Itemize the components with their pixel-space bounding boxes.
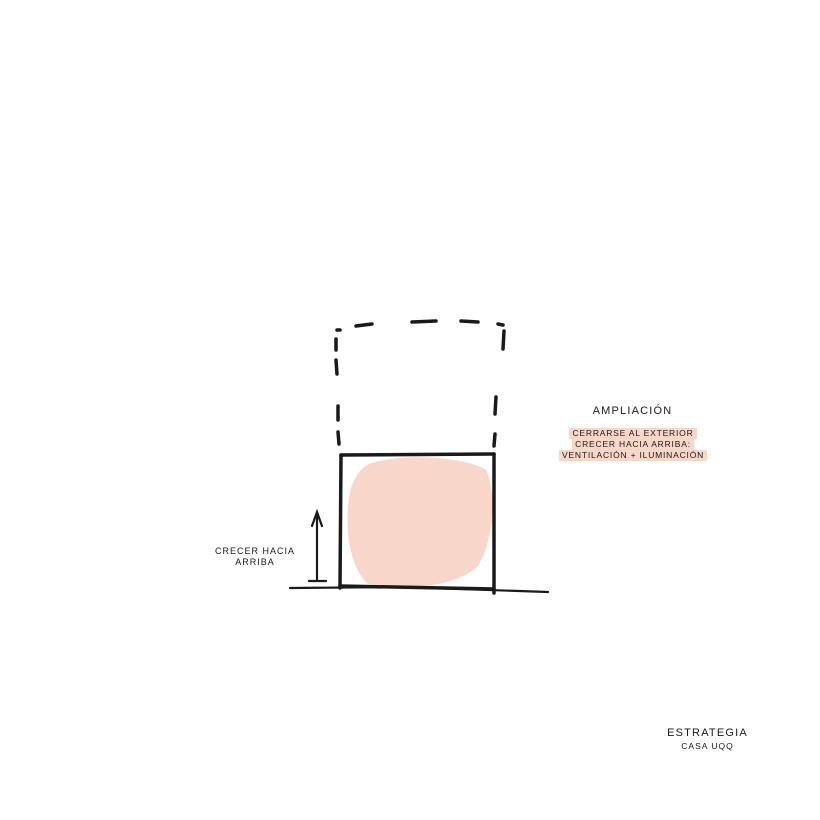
grow-up-label-line1: CRECER HACIA (214, 546, 295, 556)
annotation-line-1: CERRARSE AL EXTERIOR (569, 428, 697, 439)
expansion-outline-dashed (334, 319, 506, 448)
annotation-line-2: CRECER HACIA ARRIBA: (572, 439, 694, 450)
ground-line (288, 585, 550, 594)
grow-up-label: CRECER HACIA ARRIBA (210, 546, 300, 568)
grow-up-label-line2: ARRIBA (235, 557, 275, 567)
annotation-notes: CERRARSE AL EXTERIOR CRECER HACIA ARRIBA… (558, 428, 708, 461)
grow-up-arrow-icon (307, 508, 328, 583)
footer-title: ESTRATEGIA (667, 727, 748, 739)
footer-subtitle: CASA UQQ (681, 741, 734, 751)
annotation-line-3: VENTILACIÓN + ILUMINACIÓN (558, 450, 708, 461)
interior-space-blob (347, 457, 493, 587)
annotation-title: AMPLIACIÓN (592, 405, 673, 417)
